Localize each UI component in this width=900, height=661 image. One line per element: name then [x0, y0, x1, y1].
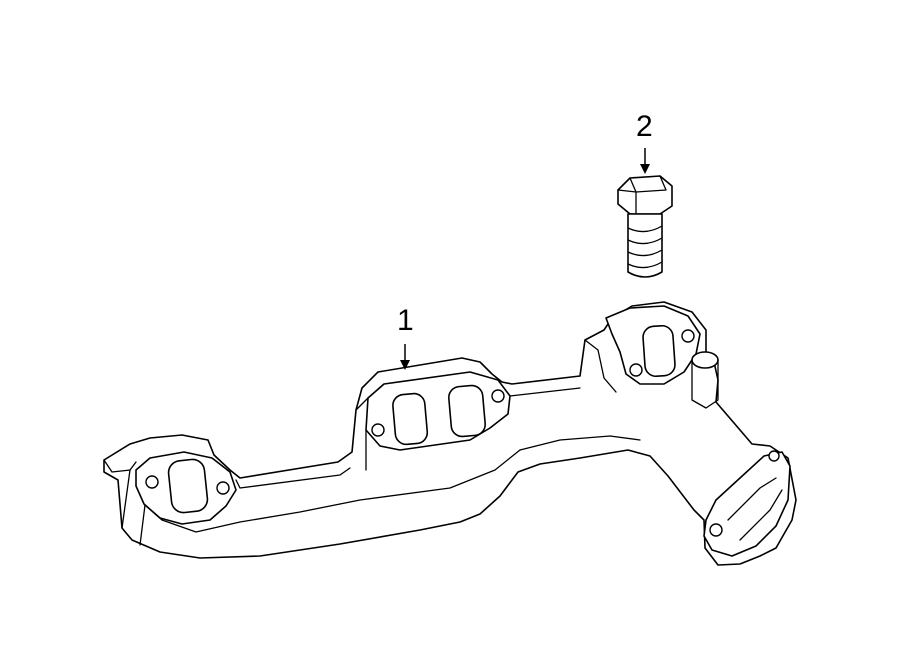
manifold-bolt[interactable]: [617, 175, 673, 278]
callout-arrow-1: [400, 344, 410, 370]
exhaust-manifold[interactable]: [103, 301, 797, 566]
callout-arrow-2: [640, 148, 650, 174]
callout-number-2: 2: [636, 110, 653, 143]
callout-number-1: 1: [397, 304, 414, 337]
